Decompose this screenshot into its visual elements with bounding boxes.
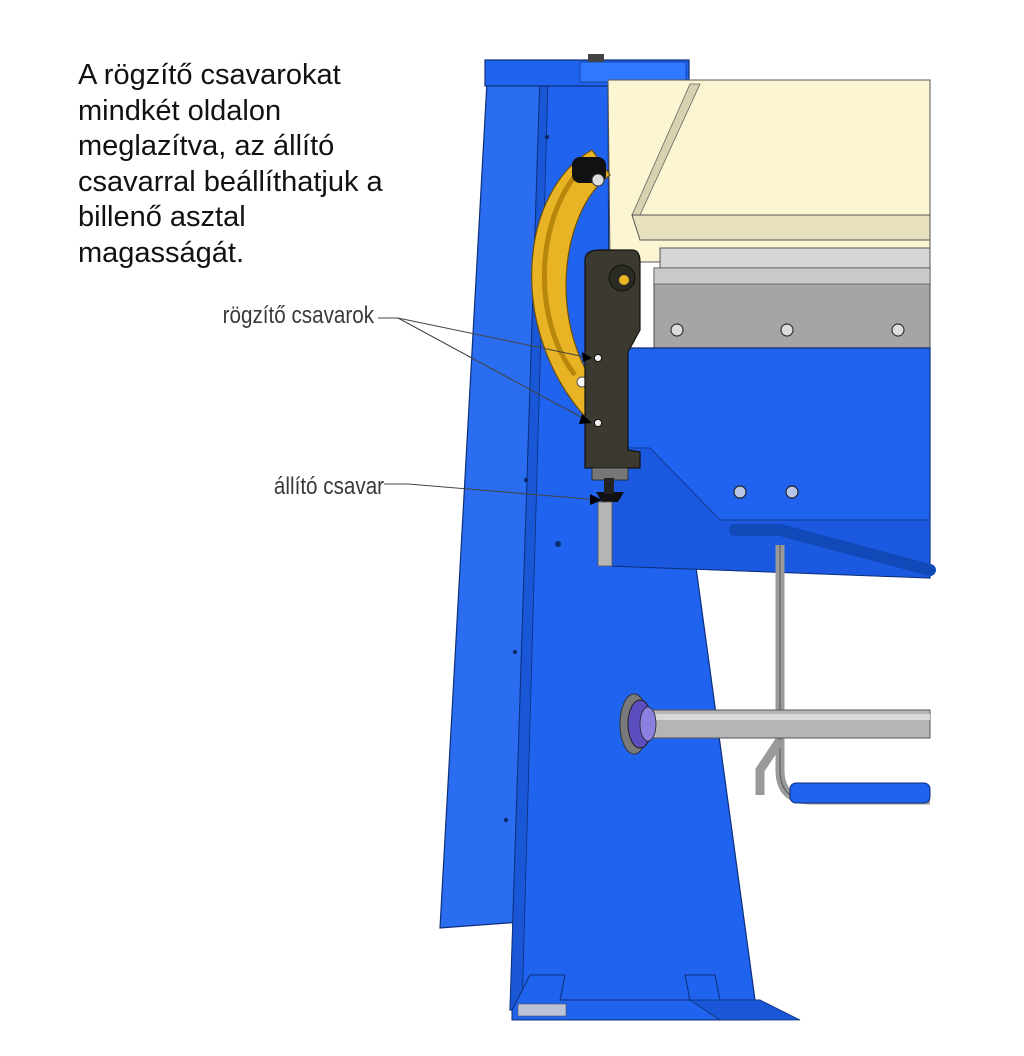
adjust-screw-knob-icon xyxy=(596,478,624,502)
note-line: csavarral beállíthatjuk a xyxy=(78,165,383,198)
foot-pad-left xyxy=(517,1003,567,1017)
adjust-bracket xyxy=(584,249,641,469)
segment-knob-icon xyxy=(572,157,606,187)
cap-bolt xyxy=(588,54,604,62)
main-shaft-shine xyxy=(640,714,930,720)
instruction-note: A rögzítő csavarokat mindkét oldalon meg… xyxy=(78,58,458,271)
arrowhead-clamp-lower xyxy=(579,414,592,424)
frame-holes xyxy=(503,134,561,823)
adjust-screw-rod xyxy=(597,501,613,567)
table-bolts xyxy=(733,485,799,499)
lower-handle-grip xyxy=(789,782,931,804)
frame-foot xyxy=(511,974,761,1021)
note-line: billenő asztal xyxy=(78,201,246,233)
clamp-rail xyxy=(659,247,931,269)
note-line: mindkét oldalon xyxy=(78,94,282,127)
leader-clamp-lower xyxy=(397,317,591,423)
clamp-screw-upper xyxy=(594,354,602,362)
beam-bolts xyxy=(670,323,905,337)
frame-top-cap-face xyxy=(579,61,687,83)
note-line: meglazítva, az állító xyxy=(78,130,335,162)
clamping-beam-top xyxy=(653,267,931,285)
callout-leaders xyxy=(378,317,601,501)
arrowhead-adjust xyxy=(590,494,602,505)
crank-rod xyxy=(755,737,784,795)
vertical-rod-edge xyxy=(779,545,930,801)
callout-clamp-screws: rögzítő csavarok xyxy=(222,302,374,329)
vertical-rod xyxy=(775,545,930,805)
clamp-screw-lower xyxy=(594,419,602,427)
arrowhead-clamp-upper xyxy=(582,352,592,362)
callout-adjust-screw: állító csavar xyxy=(273,473,384,500)
table-plate xyxy=(631,214,931,241)
foot-base-right xyxy=(688,999,801,1021)
note-line: magasságát. xyxy=(78,236,245,269)
note-line: A rögzítő csavarokat xyxy=(78,59,341,91)
table-handle xyxy=(729,524,936,576)
leader-adjust xyxy=(384,483,601,501)
shaft-bearing-icon xyxy=(619,693,657,755)
bracket-pivot-center xyxy=(619,275,629,285)
